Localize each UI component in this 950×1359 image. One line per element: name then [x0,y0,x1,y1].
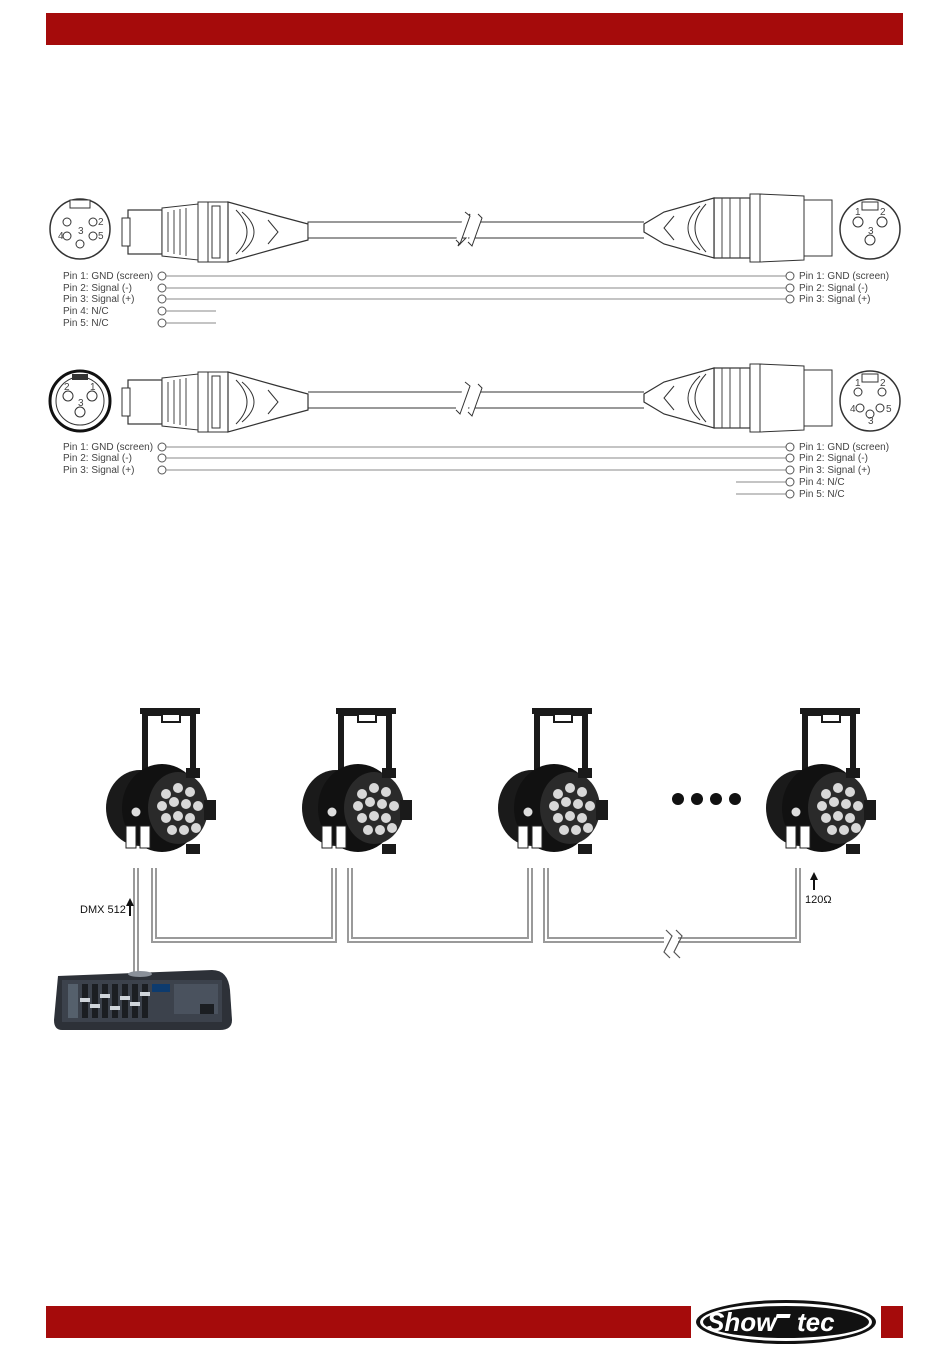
chain-cables [133,868,801,975]
dmx-label: DMX 512 [80,904,126,916]
par-fixture-3 [497,707,609,855]
face-number: 3 [78,226,84,237]
xlr-3pin-female-face: 2 1 3 [48,369,112,433]
pin-label-left: Pin 3: Signal (+) [63,294,134,305]
cable-break [663,929,673,959]
pin-label-right: Pin 3: Signal (+) [799,465,870,476]
pin-label-left: Pin 2: Signal (-) [63,283,132,294]
dmx-diagram: 4 3 5 2 1 2 3 Pin 1: GND (screen) Pin 2:… [48,193,901,1030]
cable-1: 4 3 5 2 1 2 3 Pin 1: GND (screen) Pin 2:… [49,193,901,329]
par-fixture-1 [105,707,217,855]
face-number: 5 [886,404,892,415]
footer-bar [46,1306,691,1338]
pin-label-left: Pin 1: GND (screen) [63,271,153,282]
face-number: 2 [880,207,886,218]
pin-label-right: Pin 4: N/C [799,477,845,488]
pin-label-right: Pin 3: Signal (+) [799,294,870,305]
face-number: 3 [868,416,874,427]
pin-label-right: Pin 2: Signal (-) [799,283,868,294]
face-number: 2 [880,378,886,389]
pin-label-right: Pin 5: N/C [799,489,845,500]
xlr-female-plug-side [121,201,309,263]
pin-label-left: Pin 4: N/C [63,306,109,317]
dmx-controller [54,970,232,1030]
pin-label-left: Pin 1: GND (screen) [63,442,153,453]
face-number: 1 [855,207,861,218]
pin-label-left: Pin 3: Signal (+) [63,465,134,476]
face-number: 3 [868,226,874,237]
par-fixture-4 [765,707,877,855]
wiring-2: Pin 1: GND (screen) Pin 2: Signal (-) Pi… [63,442,889,500]
footer-bar-end [881,1306,903,1338]
xlr-5pin-male-face: 1 2 4 5 3 [839,370,901,432]
arrow-up-icon [126,898,134,916]
header-bar [46,13,903,45]
xlr-male-plug-side [643,193,833,263]
cable-2: 2 1 3 1 2 4 5 3 Pin 1: GND (screen) [48,363,901,500]
xlr-male-plug-side [643,363,833,433]
face-number: 1 [90,382,96,393]
terminator-label: 120Ω [805,894,832,906]
pin-label-left: Pin 5: N/C [63,318,109,329]
ellipsis-dots [672,793,741,805]
dmx-chain: DMX 512 120Ω [54,707,877,1030]
face-number: 3 [78,398,84,409]
xlr-female-plug-side [121,371,309,433]
face-number: 5 [98,231,104,242]
face-number: 1 [855,378,861,389]
face-number: 2 [64,382,70,393]
wiring-1: Pin 1: GND (screen) Pin 2: Signal (-) Pi… [63,271,889,329]
par-fixture-2 [301,707,413,855]
logo-text-right: tec [797,1307,835,1337]
pin-label-right: Pin 2: Signal (-) [799,453,868,464]
pin-label-right: Pin 1: GND (screen) [799,271,889,282]
showtec-logo: Show tec [696,1300,876,1344]
terminator-arrow-icon [810,872,818,890]
face-number: 4 [850,404,856,415]
logo-text-left: Show [707,1307,778,1337]
pin-label-left: Pin 2: Signal (-) [63,453,132,464]
face-number: 2 [98,217,104,228]
xlr-3pin-male-face: 1 2 3 [839,198,901,260]
pin-label-right: Pin 1: GND (screen) [799,442,889,453]
xlr-5pin-female-face: 4 3 5 2 [49,198,111,260]
face-number: 4 [58,231,64,242]
